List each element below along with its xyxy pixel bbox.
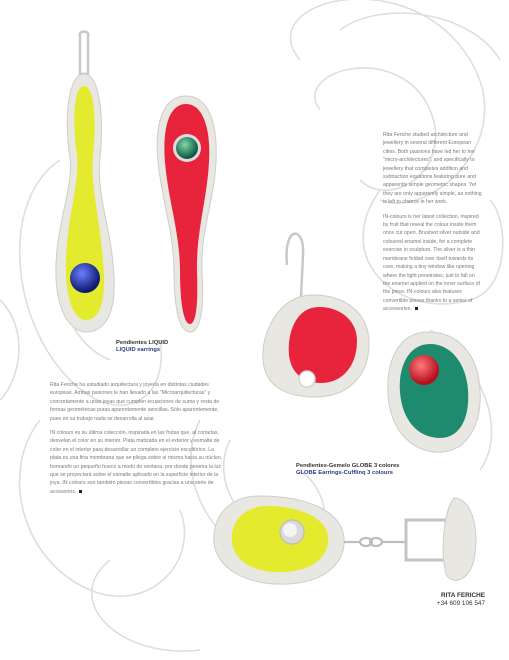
liquid-caption-es: Pendientes LIQUID: [116, 340, 169, 346]
globe-earring-teal-photo: [387, 331, 481, 453]
english-text-column: Rita Feriche studied architecture and je…: [383, 131, 483, 320]
liquid-caption: Pendientes LIQUID LIQUID earrings: [116, 340, 168, 354]
liquid-earring-yellow-photo: [55, 30, 115, 333]
spanish-paragraph-2: IN colours es su última colección, inspi…: [50, 430, 223, 495]
end-mark-icon: [79, 490, 83, 493]
globe-earring-red-photo: [262, 232, 370, 398]
spanish-text-column: Rita Feriche ha estudiado arquitectura y…: [50, 381, 224, 502]
globe-caption-es: Pendientes-Gemelo GLOBE 3 colores: [296, 463, 400, 469]
liquid-earring-red-photo: [156, 95, 217, 333]
globe-caption-en: GLOBE Earrings-Cufflinq 3 colours: [296, 469, 393, 476]
brand-phone: +34 609 106 547: [436, 600, 485, 607]
english-paragraph-1: Rita Feriche studied architecture and je…: [383, 132, 482, 206]
brand-contact: RITA FERICHE +34 609 106 547: [437, 592, 485, 608]
globe-cufflink-yellow-photo: [213, 495, 477, 585]
english-paragraph-2: IN-colours is her latest collection, ins…: [383, 213, 480, 313]
globe-caption: Pendientes-Gemelo GLOBE 3 colores GLOBE …: [296, 463, 399, 477]
brand-name: RITA FERICHE: [440, 592, 485, 599]
liquid-caption-en: LIQUID earrings: [116, 346, 161, 353]
spanish-paragraph-1: Rita Feriche ha estudiado arquitectura y…: [50, 382, 220, 422]
end-mark-icon: [414, 307, 418, 311]
